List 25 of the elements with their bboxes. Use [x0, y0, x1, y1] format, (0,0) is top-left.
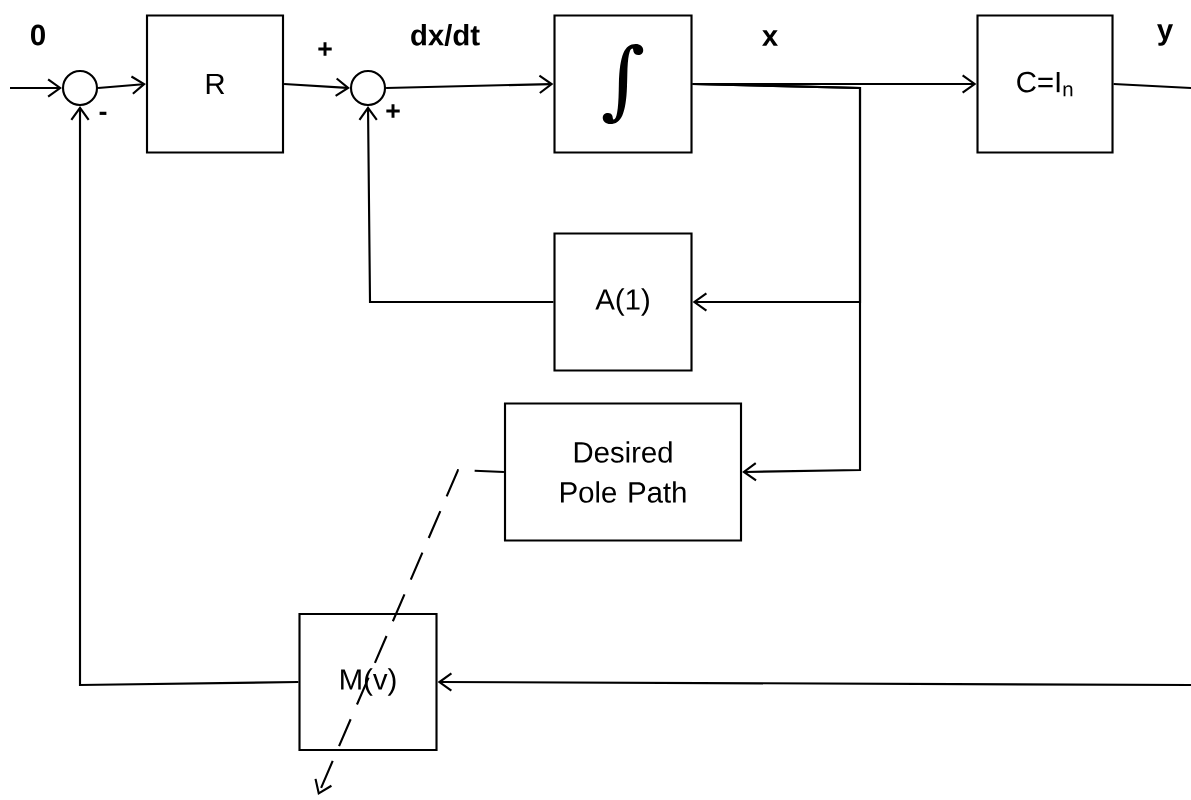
- arrow: [692, 82, 862, 482]
- summing-junction: [61, 69, 99, 107]
- arrow: [70, 106, 299, 687]
- signal-label: 0: [27, 21, 49, 49]
- arrow: [10, 78, 62, 98]
- signal-label: dx/dt: [407, 21, 483, 49]
- signal-label: y: [1154, 21, 1176, 49]
- arrow: [284, 77, 350, 97]
- sign-label: +: [386, 104, 400, 118]
- sign-label: -: [99, 111, 107, 115]
- block: Desired Pole Path: [503, 402, 743, 542]
- block: C=I$_{n}$: [976, 14, 1114, 154]
- summing-junction: [349, 69, 387, 107]
- block: M(v): [298, 612, 438, 752]
- line: [1113, 82, 1191, 90]
- arrow: [386, 74, 554, 94]
- block: ∫: [553, 14, 693, 154]
- signal-label: x: [759, 27, 781, 49]
- arrow: [358, 106, 554, 304]
- arrow: [97, 75, 146, 95]
- block: A(1): [553, 232, 693, 372]
- arrow: [437, 672, 1191, 692]
- sign-label: +: [318, 42, 332, 56]
- block: R: [145, 14, 285, 154]
- dashed-arrow: [314, 468, 504, 795]
